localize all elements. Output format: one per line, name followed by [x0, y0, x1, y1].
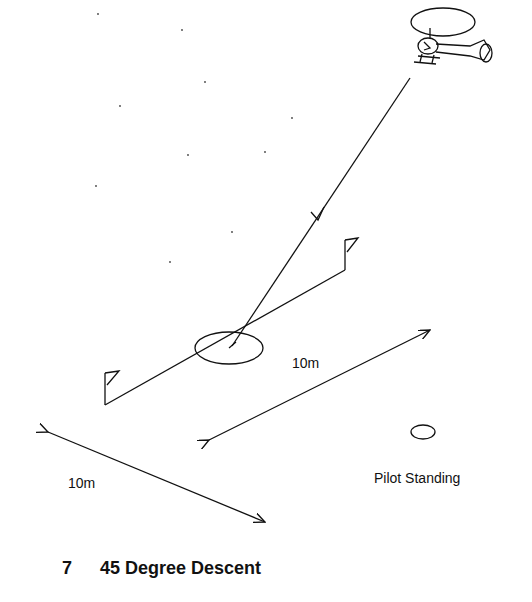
helicopter: [411, 8, 492, 64]
position-label: Pilot Standing: [374, 471, 460, 486]
figure-title: 45 Degree Descent: [100, 559, 261, 579]
pilot-position: [411, 425, 435, 439]
touchdown-mark: [229, 342, 236, 348]
dimension-label: 10m: [68, 476, 95, 491]
dimension-arrow: [209, 330, 430, 440]
flag-line: [105, 270, 345, 405]
specks: [95, 13, 293, 263]
dimension-arrow: [48, 432, 265, 522]
direction-arrowhead: [311, 207, 324, 220]
flags: [105, 238, 358, 405]
descent-line: [232, 78, 410, 346]
figure-number: 7: [62, 559, 72, 579]
dimension-label: 10m: [292, 356, 319, 371]
